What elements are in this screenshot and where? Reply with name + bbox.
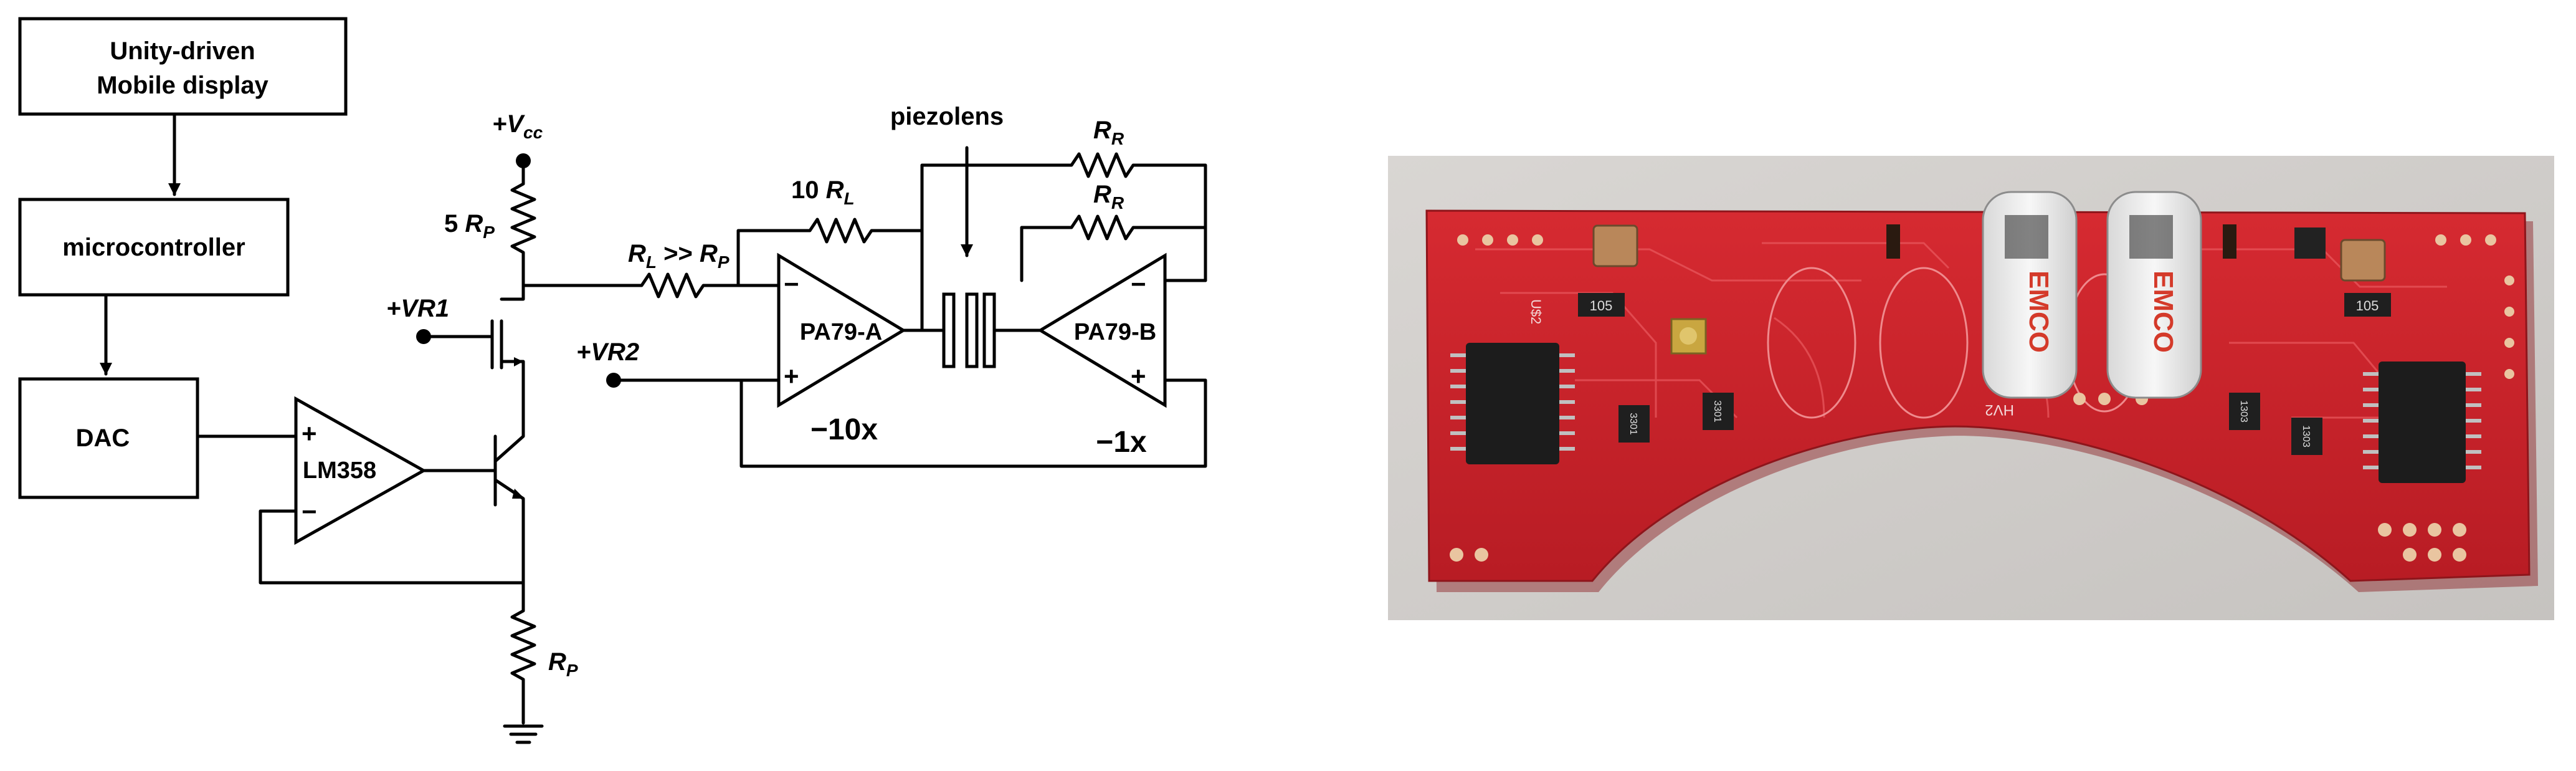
svg-text:3301: 3301 (1628, 413, 1638, 435)
resistor-10rl-label: 10 RL (791, 176, 855, 208)
resistor-rp (510, 581, 536, 725)
dac-block: DAC (18, 377, 199, 499)
wire-bottom-loop (739, 378, 1207, 468)
pcb-vias (1450, 234, 2514, 562)
resistor-5rp (510, 159, 536, 285)
tan-capacitor-right (2340, 239, 2386, 282)
tan-capacitor-left (1592, 224, 1638, 267)
piezolens-icon (942, 292, 1030, 368)
display-block-line2: Mobile display (97, 72, 269, 99)
display-block-line1: Unity-driven (110, 37, 255, 65)
pa79a-gain: −10x (810, 413, 878, 446)
microcontroller-block: microcontroller (18, 198, 290, 297)
resistor-105-left: 105 (1578, 293, 1625, 317)
diode-small-2 (2223, 224, 2236, 259)
vr1-node (416, 329, 431, 344)
dac-label: DAC (76, 424, 130, 452)
pa79a-plus: + (784, 362, 799, 391)
resistor-rp-label: RP (548, 648, 578, 680)
pa79b-plus: + (1131, 362, 1146, 391)
pa79b-gain: −1x (1096, 426, 1147, 459)
svg-text:EMCO: EMCO (2148, 271, 2179, 353)
ground-icon (503, 724, 544, 744)
svg-text:105: 105 (1590, 298, 1613, 314)
vr1-label: +VR1 (386, 295, 449, 322)
silk-outline-2 (1879, 267, 1969, 419)
resistor-105-right: 105 (2344, 293, 2391, 317)
resistor-rl (521, 272, 774, 299)
emco-module-right: EMCO (2106, 191, 2202, 399)
diode-small-1 (1886, 224, 1900, 259)
resistor-rr2-label: RR (1093, 181, 1124, 213)
pa79a-label: PA79-A (800, 319, 882, 345)
u2-silk-label: U$2 (1528, 299, 1544, 324)
resistor-rr1-label: RR (1093, 117, 1124, 148)
wire-feedback (259, 509, 525, 585)
vcc-label: +Vcc (492, 110, 543, 142)
ic-right (2363, 362, 2481, 483)
lm358-label: LM358 (303, 457, 376, 484)
wire-rr-top (920, 163, 1061, 232)
resistor-rl-label: RL >> RP (628, 240, 730, 272)
circuit-schematic: Unity-driven Mobile display microcontrol… (18, 17, 1207, 744)
mosfet-upper (422, 282, 525, 401)
transistor-small (2294, 227, 2326, 259)
resistor-rr1 (1057, 152, 1207, 282)
svg-text:1303: 1303 (2238, 400, 2249, 423)
pcb-photo: U$2 HV2 105 105 3301 3301 1303 (1388, 156, 2554, 620)
pcb-board (1425, 209, 2531, 582)
pa79b-minus: − (1131, 269, 1146, 299)
svg-text:105: 105 (2356, 298, 2379, 314)
ic-left (1450, 343, 1575, 464)
smd-resistors: 3301 3301 1303 1303 (1618, 393, 2322, 455)
svg-text:3301: 3301 (1712, 400, 1723, 423)
pa79b-label: PA79-B (1074, 319, 1156, 345)
pa79b-opamp: − + PA79-B (1037, 252, 1167, 408)
display-block: Unity-driven Mobile display (18, 17, 348, 116)
lm358-plus: + (302, 419, 317, 448)
emco-module-left: EMCO (1982, 191, 2078, 399)
resistor-10rl (736, 218, 924, 332)
piezolens-label: piezolens (890, 103, 1004, 130)
pa79a-minus: − (784, 269, 799, 299)
microcontroller-label: microcontroller (62, 234, 245, 261)
svg-text:EMCO: EMCO (2023, 271, 2054, 353)
bjt-lower (493, 397, 525, 585)
lm358-minus: − (302, 497, 317, 526)
vr2-label: +VR2 (576, 338, 639, 366)
hv2-silk-label: HV2 (1985, 401, 2014, 418)
resistor-rr2 (1020, 214, 1207, 282)
svg-text:1303: 1303 (2301, 425, 2311, 448)
pa79a-opamp: − + PA79-A (777, 252, 906, 408)
resistor-5rp-label: 5 RP (444, 210, 495, 242)
silk-outline-1 (1767, 267, 1856, 419)
lm358-opamp: + − LM358 (294, 396, 427, 545)
